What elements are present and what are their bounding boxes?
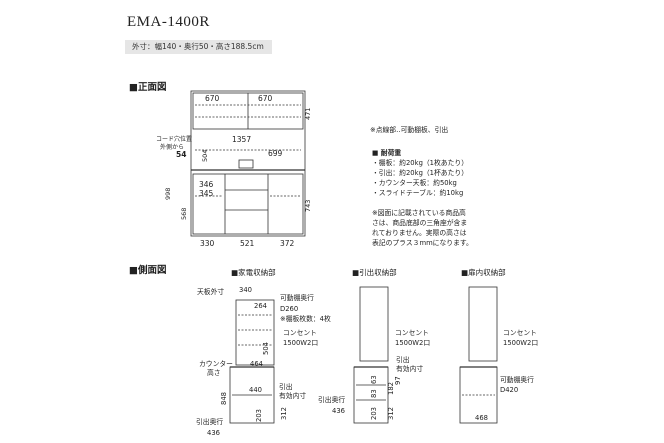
dim-330: 330: [200, 239, 215, 248]
counter-height-2: 高さ: [207, 368, 221, 377]
dim-504: 504: [201, 150, 209, 162]
drawer-depth-label-2: 引出奥行: [318, 395, 345, 404]
dotted-line-note: ※点線部‥可動棚板、引出: [370, 126, 449, 134]
outlet-label-2: コンセント: [395, 329, 429, 337]
dim-699: 699: [268, 149, 283, 158]
front-view-heading: ■正面図: [129, 82, 167, 93]
dim-568: 568: [180, 208, 188, 220]
outlet-spec-3: 1500W2口: [503, 339, 538, 347]
appliance-outlet: [238, 159, 254, 169]
drawer-inner-4: 有効内寸: [396, 364, 423, 373]
dim-d260: D260: [280, 305, 298, 313]
model-title: EMA-1400R: [127, 14, 210, 30]
shelf-count-note: ※棚板枚数：4枚: [280, 314, 331, 323]
outlet-label: コンセント: [283, 329, 317, 337]
appliance-upper: [235, 299, 275, 366]
dim-372: 372: [280, 239, 295, 248]
side-drawer-section: [353, 286, 389, 424]
load-item-drawer: ・引出：約20kg（1杯あたり）: [372, 169, 468, 177]
front-dimensions: 670 670 471 1357 699 504 コード穴位置 外側から 54 …: [156, 94, 312, 248]
load-capacity-title: ■ 耐荷重: [372, 149, 402, 157]
dim-471: 471: [304, 108, 312, 120]
dim-521: 521: [240, 239, 255, 248]
dim-312-2: 312: [387, 407, 395, 420]
side-appliance-section: [229, 299, 275, 424]
dim-998: 998: [164, 188, 172, 200]
dim-504-side: 504: [262, 342, 270, 355]
dim-346: 346: [199, 180, 214, 189]
panel-drawer-title: ■引出収納部: [352, 267, 397, 277]
movable-shelf-depth: 可動棚奥行: [280, 293, 314, 302]
dim-340: 340: [239, 286, 252, 294]
dim-63: 63: [370, 375, 378, 384]
dim-312: 312: [280, 407, 288, 420]
dim-436-2: 436: [332, 407, 345, 415]
height-disclaimer-4: 表記のプラス３mmになります。: [372, 239, 473, 247]
outlet-spec-2: 1500W2口: [395, 339, 430, 347]
height-disclaimer-1: ※図面に記載されている商品高: [372, 209, 466, 217]
dim-203: 203: [255, 409, 263, 422]
dim-203-2: 203: [370, 407, 378, 420]
drawer-upper: [359, 286, 389, 362]
dim-670-left: 670: [205, 94, 220, 103]
door-upper: [468, 286, 498, 362]
dim-743: 743: [304, 200, 312, 212]
load-item-slide-table: ・スライドテーブル：約10kg: [372, 189, 464, 197]
drawer-inner-1: 引出: [279, 382, 293, 391]
front-elevation: [190, 90, 306, 237]
outer-dimensions-label: 外寸：幅140・奥行50・高さ188.5cm: [125, 40, 272, 54]
side-view-heading: ■側面図: [129, 265, 167, 276]
panel-appliance-title: ■家電収納部: [231, 267, 276, 277]
dim-440: 440: [249, 386, 262, 394]
cabinet-outline: [190, 90, 306, 237]
side-door-section: [459, 286, 498, 424]
drawer-inner-2: 有効内寸: [279, 391, 306, 400]
outlet-spec: 1500W2口: [283, 339, 318, 347]
cord-hole-label-1: コード穴位置: [156, 135, 192, 143]
dim-464: 464: [250, 360, 263, 368]
top-outer-label: 天板外寸: [197, 287, 224, 296]
height-disclaimer-2: さは、商品底部の三角座が含ま: [372, 219, 468, 227]
counter-height-1: カウンター: [199, 359, 233, 368]
dim-848: 848: [220, 392, 228, 405]
dim-468: 468: [475, 414, 488, 422]
load-item-counter: ・カウンター天板：約50kg: [372, 179, 457, 187]
outlet-label-3: コンセント: [503, 329, 537, 337]
dim-d420: D420: [500, 386, 518, 394]
dim-54: 54: [176, 150, 186, 159]
dim-182: 182: [387, 382, 395, 395]
load-item-shelf: ・棚板：約20kg（1枚あたり）: [372, 159, 468, 167]
dim-670-right: 670: [258, 94, 273, 103]
height-disclaimer-3: れておりません。実際の高さは: [372, 229, 467, 237]
lower-cabinet: [192, 173, 304, 235]
drawer-depth-label: 引出奥行: [196, 417, 223, 426]
movable-shelf-label: 可動棚奥行: [500, 375, 534, 384]
dim-97: 97: [394, 376, 402, 385]
dim-83: 83: [370, 389, 378, 398]
dim-264: 264: [254, 302, 267, 310]
dim-436: 436: [207, 429, 220, 437]
dim-345: 345: [199, 189, 214, 198]
cord-hole-label-2: 外側から: [160, 143, 184, 151]
drawer-inner-3: 引出: [396, 355, 410, 364]
panel-door-title: ■扉内収納部: [461, 267, 506, 277]
dim-1357: 1357: [232, 135, 251, 144]
